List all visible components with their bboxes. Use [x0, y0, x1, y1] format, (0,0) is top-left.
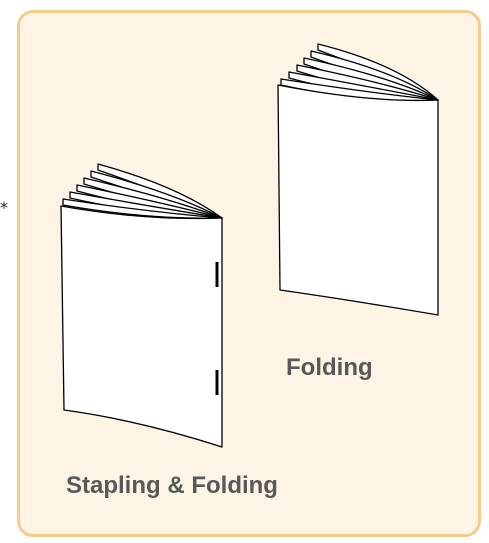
- stapled-booklet-illustration: [61, 164, 222, 447]
- folded-booklet-illustration: [278, 44, 438, 315]
- stapling-folding-label: Stapling & Folding: [66, 472, 278, 500]
- folded-booklet-cover: [278, 85, 438, 315]
- stapled-booklet-cover: [61, 206, 222, 447]
- folding-label: Folding: [286, 354, 373, 382]
